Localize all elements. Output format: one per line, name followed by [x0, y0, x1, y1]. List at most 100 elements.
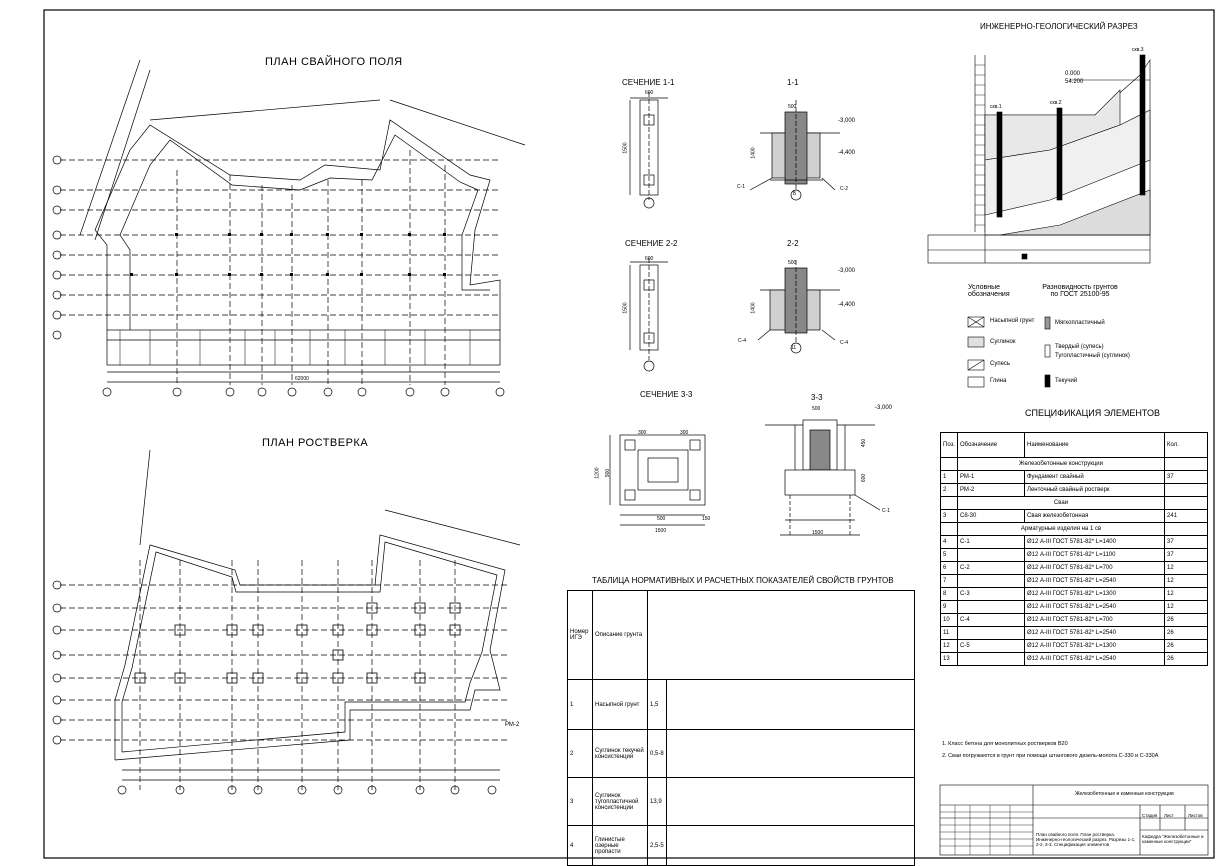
spec-code [957, 548, 1025, 562]
c11-top-mark: -3,000 [838, 118, 856, 124]
soil-name: Суглинок текучей консистенции [592, 729, 648, 778]
soil-n: 4 [567, 825, 593, 866]
spec-header-qty: Кол. [1164, 432, 1208, 458]
spec-pos: 13 [940, 652, 958, 666]
legend-item-loam: Суглинок [990, 339, 1016, 345]
soil-n: 2 [567, 729, 593, 778]
c1-label: С-1 [737, 184, 746, 190]
soil-n: 3 [567, 777, 593, 826]
spec-name: Ø12 А-III ГОСТ 5781-82* L=2540 [1024, 600, 1165, 614]
spec-pos: 12 [940, 639, 958, 653]
spec-group-1-label: Железобетонные конструкции [957, 457, 1165, 471]
spec-code [957, 626, 1025, 640]
soil-header-rest [647, 590, 915, 680]
spec-pos: 5 [940, 548, 958, 562]
geo-mark-1: 0.000 [1065, 71, 1081, 77]
s11-width: 600 [645, 90, 654, 96]
spec-qty: 12 [1164, 600, 1208, 614]
cuts [749, 100, 881, 536]
soil-row: 2 Суглинок текучей консистенции 0,5-8 [567, 729, 915, 778]
soil-header-row: Номер ИГЭ Описание грунта [567, 590, 915, 680]
soil-header-desc: Описание грунта [592, 590, 648, 680]
c22-width: 500 [788, 260, 797, 266]
spec-header-code: Обозначение [957, 432, 1025, 458]
spec-name: Ø12 А-III ГОСТ 5781-82* L=1400 [1024, 535, 1165, 549]
spec-pos: 4 [940, 535, 958, 549]
pile-plan-title: ПЛАН СВАЙНОГО ПОЛЯ [265, 56, 403, 68]
spec-qty: 26 [1164, 639, 1208, 653]
stamp-sheet: Лист [1164, 813, 1174, 818]
legend-swatches [967, 316, 1051, 388]
soil-name: Насыпной грунт [592, 679, 648, 730]
borehole-2: скв.2 [1050, 100, 1062, 106]
spec-title: СПЕЦИФИКАЦИЯ ЭЛЕМЕНТОВ [1025, 408, 1160, 418]
spec-name: Ø12 А-III ГОСТ 5781-82* L=2540 [1024, 574, 1165, 588]
spec-group-1: Железобетонные конструкции [940, 457, 1208, 471]
legend-item-soft: Мягкопластичный [1055, 320, 1105, 326]
s33-dim-f: 1200 [594, 467, 601, 479]
spec-qty: 12 [1164, 587, 1208, 601]
legend-item-clay: Глина [990, 378, 1007, 384]
spec-header-name: Наименование [1024, 432, 1165, 458]
c11-width: 500 [788, 104, 797, 110]
grillage-plan-title: ПЛАН РОСТВЕРКА [262, 437, 369, 449]
soil-header-ige: Номер ИГЭ [567, 590, 593, 680]
c22-bottom-mark: -4,400 [838, 302, 856, 308]
spec-group-2-label: Сваи [957, 496, 1165, 510]
note-1: 1. Класс бетона для монолитных ростверко… [942, 741, 1068, 747]
c1-label-33: С-1 [882, 508, 891, 514]
spec-name: Фундамент свайный [1024, 470, 1165, 484]
geo-section [927, 54, 1151, 264]
spec-pos: 1 [940, 470, 958, 484]
spec-qty: 37 [1164, 470, 1208, 484]
spec-qty: 26 [1164, 652, 1208, 666]
s33-dim-d: 150 [702, 516, 711, 522]
spec-code: РМ-1 [957, 470, 1025, 484]
legend-item-stiff: Тугопластичный (суглинок) [1055, 353, 1130, 359]
c11-height: 1400 [750, 147, 757, 159]
soil-table: Номер ИГЭ Описание грунта 1 Насыпной гру… [567, 590, 915, 866]
spec-pos: 3 [940, 509, 958, 523]
c4-label-left: С-4 [738, 338, 747, 344]
spec-header-pos: Поз. [940, 432, 958, 458]
s33-dim-c: 500 [657, 516, 666, 522]
c4-label-right: С-4 [840, 340, 849, 346]
soil-name: Суглинок тугопластичной консистенции [592, 777, 648, 826]
legend-title: Условные обозначения [968, 284, 1010, 298]
section-2-2-title: СЕЧЕНИЕ 2-2 [625, 239, 678, 248]
c33-top-mark: -3,000 [875, 405, 893, 411]
axis-b-label: Б [793, 191, 797, 197]
stamp-sheets: Листов [1188, 813, 1203, 818]
c11-bottom-mark: -4,400 [838, 150, 856, 156]
soil-row: 3 Суглинок тугопластичной консистенции 1… [567, 777, 915, 826]
cut-3-3-title: 3-3 [811, 393, 823, 402]
spec-code [957, 574, 1025, 588]
spec-name: Ленточный свайный ростверк [1024, 483, 1165, 497]
s33-dim-b: 300 [680, 430, 689, 436]
spec-qty: 26 [1164, 613, 1208, 627]
c22-top-mark: -3,000 [838, 268, 856, 274]
soil-row: 4 Глинистые озерные пропасти 2,5-5 [567, 825, 915, 866]
section-plans [609, 92, 706, 526]
cut-2-2-title: 2-2 [787, 239, 799, 248]
spec-name: Ø12 А-III ГОСТ 5781-82* L=700 [1024, 613, 1165, 627]
spec-qty: 241 [1164, 509, 1208, 523]
c33-base: 1500 [812, 530, 824, 536]
spec-name: Ø12 А-III ГОСТ 5781-82* L=1100 [1024, 548, 1165, 562]
spec-group-3: Арматурные изделия на 1 св [940, 522, 1208, 536]
pile-total-dim: 62000 [295, 376, 309, 382]
stamp-project: Железобетонные и каменные конструкции [1075, 791, 1174, 797]
soil-v: 13,9 [647, 777, 667, 826]
spec-pos: 6 [940, 561, 958, 575]
soil-v: 0,5-8 [647, 729, 667, 778]
c22-height: 1400 [750, 302, 757, 314]
s33-dim-a: 300 [638, 430, 647, 436]
note-2: 2. Сваи погружаются в грунт при помощи ш… [942, 753, 1159, 759]
spec-group-2: Сваи [940, 496, 1208, 510]
spec-code: С-3 [957, 587, 1025, 601]
